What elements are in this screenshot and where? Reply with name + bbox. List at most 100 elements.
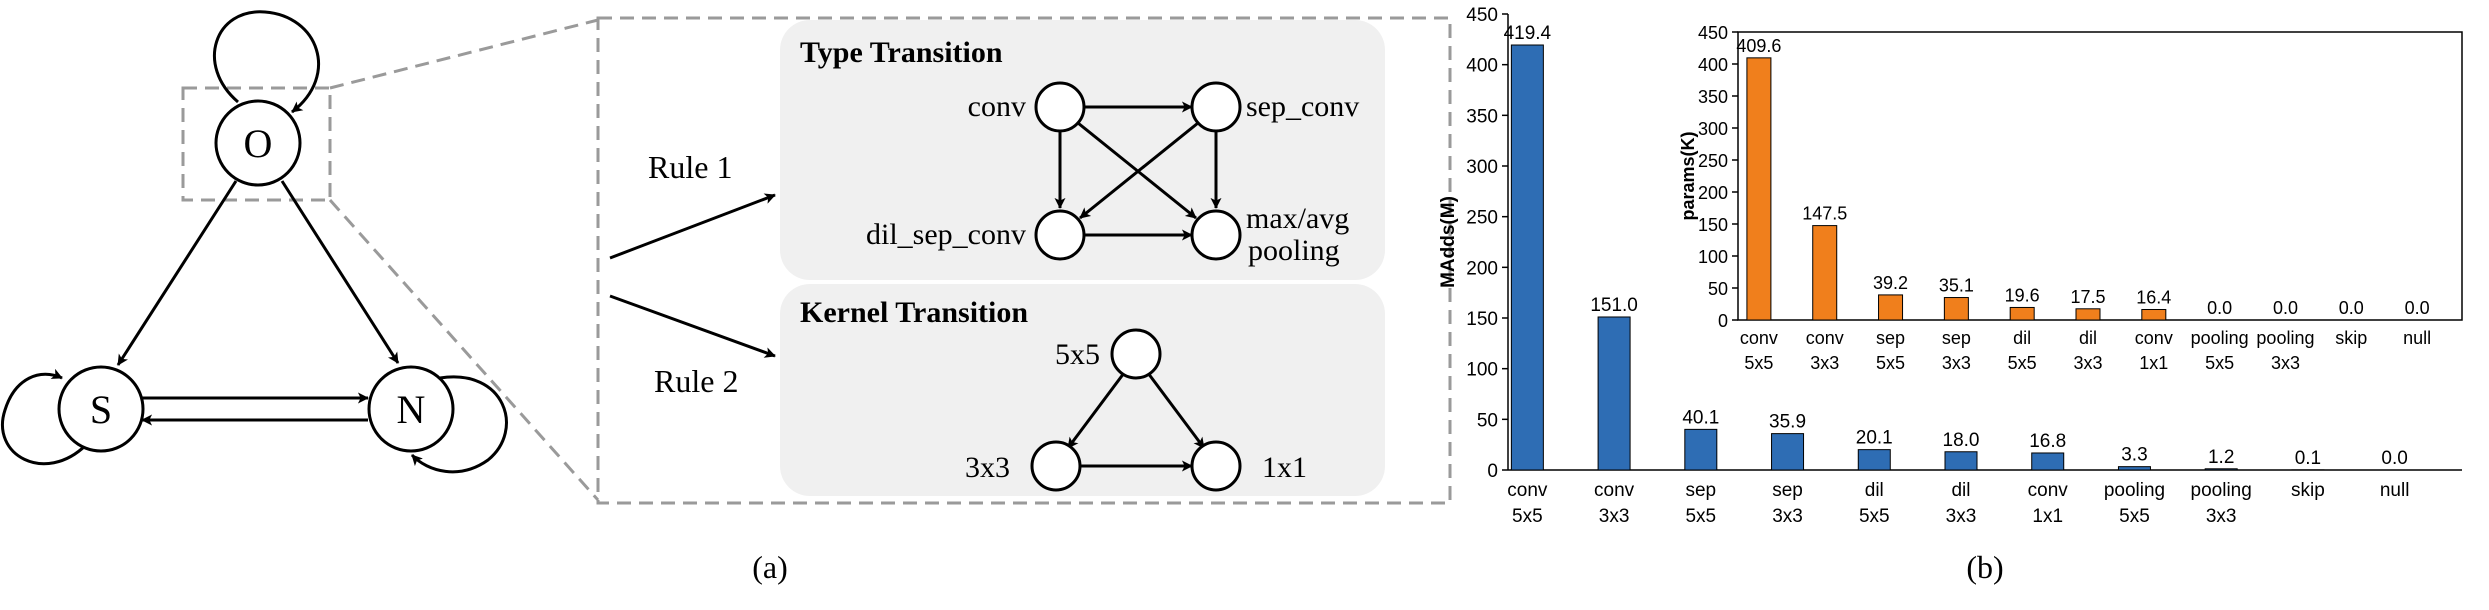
- madds-ylabel: MAdds(M): [1438, 196, 1459, 288]
- node-5x5: [1110, 328, 1162, 380]
- params-xtick-label-2: 3x3: [2271, 353, 2300, 373]
- params-xtick-label-2: 5x5: [1876, 353, 1905, 373]
- zoom-box: [181, 86, 332, 202]
- state-n-node: [367, 365, 455, 453]
- params-ytick-label: 200: [1698, 183, 1728, 203]
- madds-ytick-label: 400: [1466, 56, 1498, 77]
- madds-ytick-label: 300: [1466, 157, 1498, 178]
- madds-xtick-label-2: 1x1: [2032, 506, 2063, 527]
- params-ytick-label: 150: [1698, 215, 1728, 235]
- madds-xtick-label-2: 5x5: [1859, 506, 1890, 527]
- madds-value-label: 18.0: [1943, 430, 1980, 451]
- rule2-arrow: [609, 294, 776, 358]
- params-ytick-label: 450: [1698, 23, 1728, 43]
- madds-ytick-label: 0: [1487, 461, 1498, 482]
- label-1x1: 1x1: [1262, 451, 1307, 484]
- madds-xtick-label: sep: [1772, 480, 1803, 501]
- state-graph: [1, 10, 508, 474]
- madds-value-label: 0.1: [2295, 448, 2321, 469]
- params-chart: 050100150200250300350400450409.6conv5x51…: [1678, 23, 2463, 373]
- params-bar: [2009, 306, 2035, 321]
- madds-value-label: 16.8: [2029, 431, 2066, 452]
- params-bar: [2141, 309, 2167, 321]
- madds-ytick-label: 100: [1466, 360, 1498, 381]
- type-transition-panel: [780, 20, 1385, 280]
- params-xtick-label: skip: [2335, 328, 2367, 348]
- params-xtick-label: conv: [2135, 328, 2173, 348]
- panel-a: O S N Rule 1 Rule 2 Type Transition conv…: [1, 10, 1452, 585]
- madds-value-label: 20.1: [1856, 428, 1893, 449]
- madds-xtick-label-2: 5x5: [1685, 506, 1716, 527]
- state-s-label: S: [90, 387, 112, 432]
- kernel-transition-edges: [1066, 372, 1206, 472]
- params-ytick-label: 250: [1698, 151, 1728, 171]
- params-value-label: 0.0: [2339, 298, 2364, 318]
- params-value-label: 409.6: [1736, 36, 1781, 56]
- params-value-label: 0.0: [2405, 298, 2430, 318]
- madds-value-label: 1.2: [2208, 447, 2234, 468]
- params-ytick-label: 400: [1698, 55, 1728, 75]
- node-1x1: [1190, 440, 1242, 492]
- state-n-label: N: [397, 387, 426, 432]
- madds-value-label: 40.1: [1682, 407, 1719, 428]
- madds-bar: [1944, 451, 1978, 471]
- madds-xtick-label: conv: [1594, 480, 1635, 501]
- params-bar: [1812, 225, 1838, 321]
- params-value-label: 147.5: [1802, 204, 1847, 224]
- madds-xtick-label: skip: [2291, 480, 2325, 501]
- label-pooling-line2: pooling: [1248, 234, 1340, 267]
- kernel-transition-title: Kernel Transition: [800, 296, 1028, 329]
- madds-xtick-label: dil: [1865, 480, 1884, 501]
- params-xtick-label: pooling: [2256, 328, 2314, 348]
- params-bar: [1943, 297, 1969, 321]
- rule-arrows: [609, 193, 776, 358]
- node-pooling: [1190, 209, 1242, 261]
- params-xtick-label-2: 3x3: [2073, 353, 2102, 373]
- madds-bar: [1510, 44, 1544, 471]
- params-xtick-label-2: 3x3: [1810, 353, 1839, 373]
- madds-ytick-label: 200: [1466, 258, 1498, 279]
- params-value-label: 16.4: [2136, 288, 2171, 308]
- params-xtick-label-2: 5x5: [2008, 353, 2037, 373]
- rule2-label: Rule 2: [654, 363, 738, 399]
- params-xtick-label: pooling: [2191, 328, 2249, 348]
- type-transition-edges: [1054, 101, 1222, 241]
- madds-ytick-label: 350: [1466, 106, 1498, 127]
- madds-bar: [2117, 466, 2151, 471]
- madds-xtick-label-2: 3x3: [1772, 506, 1803, 527]
- madds-value-label: 419.4: [1504, 23, 1552, 44]
- params-bar: [2075, 308, 2101, 321]
- node-3x3: [1030, 440, 1082, 492]
- edge-o-n: [280, 180, 400, 364]
- madds-ytick-label: 450: [1466, 5, 1498, 26]
- madds-xtick-label: sep: [1685, 480, 1716, 501]
- params-bar: [1878, 294, 1904, 321]
- params-xtick-label: sep: [1942, 328, 1971, 348]
- params-xtick-label: null: [2403, 328, 2431, 348]
- params-ylabel: params(K): [1678, 131, 1698, 220]
- madds-value-label: 35.9: [1769, 412, 1806, 433]
- madds-value-label: 151.0: [1590, 295, 1638, 316]
- params-ytick-label: 300: [1698, 119, 1728, 139]
- label-5x5: 5x5: [1055, 338, 1100, 371]
- params-ytick-label: 350: [1698, 87, 1728, 107]
- panel-b: 050100150200250300350400450419.4conv5x51…: [1438, 5, 2463, 585]
- params-ytick-label: 0: [1718, 311, 1728, 331]
- madds-bar: [1684, 428, 1718, 471]
- label-conv: conv: [968, 90, 1026, 123]
- self-loop-n: [410, 375, 508, 474]
- params-value-label: 0.0: [2273, 298, 2298, 318]
- madds-ytick-label: 250: [1466, 208, 1498, 229]
- node-sep-conv: [1190, 81, 1242, 133]
- state-o-label: O: [244, 121, 273, 166]
- kernel-transition-panel: [780, 284, 1385, 496]
- params-bar: [1746, 57, 1772, 321]
- detail-box: [596, 16, 1452, 505]
- madds-bar: [2031, 452, 2065, 471]
- params-xtick-label: dil: [2079, 328, 2097, 348]
- params-xtick-label-2: 5x5: [2205, 353, 2234, 373]
- params-xtick-label: conv: [1740, 328, 1778, 348]
- madds-xtick-label: conv: [2028, 480, 2069, 501]
- madds-xtick-label-2: 5x5: [1512, 506, 1543, 527]
